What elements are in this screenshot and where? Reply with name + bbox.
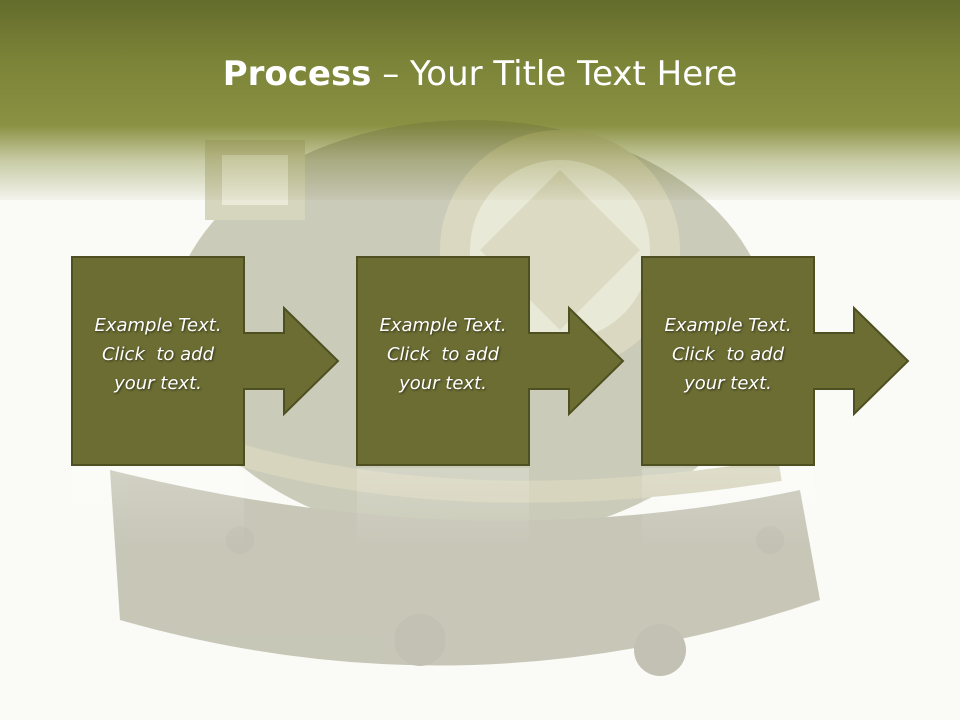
step-2-arrow[interactable] [524,305,625,417]
step-3-box[interactable] [641,256,815,466]
step-1-text[interactable]: Example Text. Click to add your text. [72,311,244,398]
slide-title[interactable]: Process – Your Title Text Here [0,48,960,100]
step-1-line-3: your text. [114,373,202,394]
step-1-box[interactable] [71,256,245,466]
step-3-line-3: your text. [684,373,772,394]
step-1-arrow[interactable] [239,305,340,417]
step-1-line-1: Example Text. [94,315,222,336]
step-2-line-3: your text. [399,373,487,394]
step-1-line-2: Click to add [101,344,214,365]
step-2-box[interactable] [356,256,530,466]
step-2-line-1: Example Text. [379,315,507,336]
title-bold-part: Process [222,54,372,94]
step-reflections [72,468,814,548]
header-band [0,0,960,200]
step-3-text[interactable]: Example Text. Click to add your text. [642,311,814,398]
title-rest-part: – Your Title Text Here [371,54,738,94]
step-3-line-1: Example Text. [664,315,792,336]
step-2-text[interactable]: Example Text. Click to add your text. [357,311,529,398]
step-3-line-2: Click to add [671,344,784,365]
step-2-line-2: Click to add [386,344,499,365]
step-3-arrow[interactable] [809,305,910,417]
